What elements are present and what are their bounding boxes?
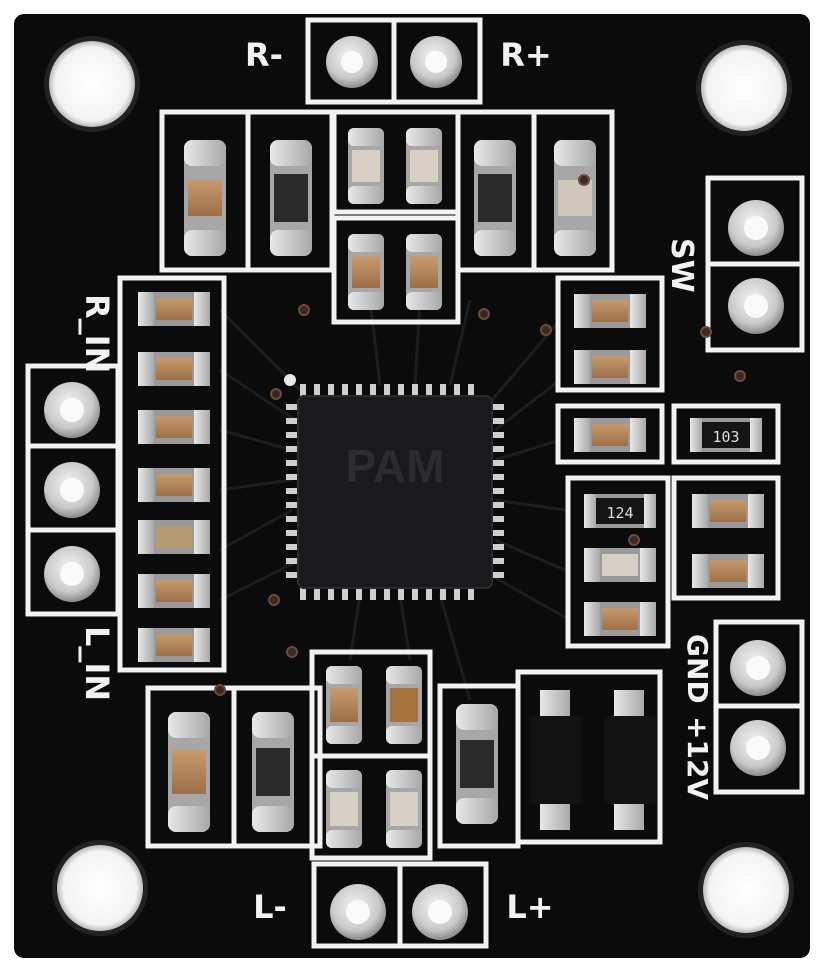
mounting-holes (44, 36, 794, 938)
bottom-smd-components (168, 666, 656, 848)
label-sw: SW (664, 238, 699, 293)
label-gnd: GND (681, 634, 714, 704)
top-smd-caps (184, 128, 596, 310)
label-l-in: L_IN (78, 626, 116, 701)
label-l-minus: L- (253, 888, 287, 926)
pcb-traces (218, 299, 571, 701)
chip-marking: PAM (346, 440, 445, 492)
label-12v: +12V (681, 716, 714, 800)
vias (214, 174, 746, 696)
amplifier-chip: PAM (284, 374, 504, 600)
resistor-code-124: 124 (606, 504, 633, 522)
header-pads (44, 36, 786, 940)
right-smd-caps (574, 294, 764, 636)
resistor-code-103: 103 (712, 428, 739, 446)
label-r-in: R_IN (78, 294, 116, 373)
left-smd-caps (138, 292, 210, 662)
silkscreen-outlines (25, 17, 805, 949)
label-r-minus: R- (245, 36, 283, 74)
label-r-plus: R+ (500, 36, 551, 74)
label-l-plus: L+ (506, 888, 553, 926)
